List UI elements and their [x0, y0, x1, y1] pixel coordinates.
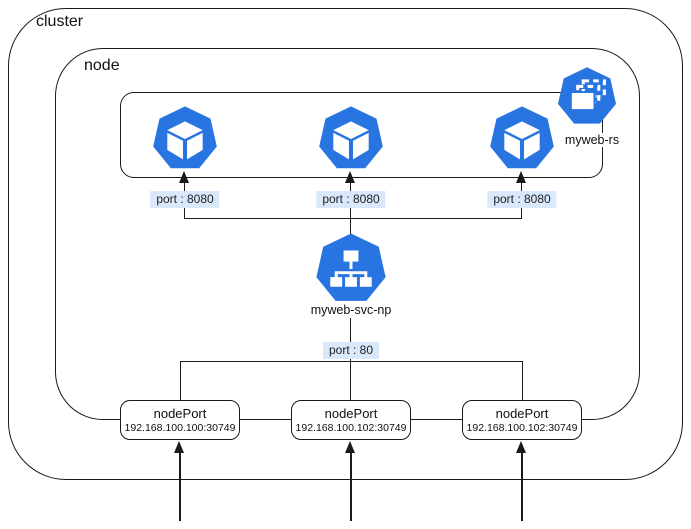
- connector-line: [180, 361, 181, 400]
- nodeport-box: nodePort 192.168.100.102:30749: [462, 400, 582, 440]
- connector-line: [350, 318, 351, 361]
- arrow-to-pod-icon: [345, 171, 355, 183]
- connector-line: [184, 218, 522, 219]
- pod-port-label: port : 8080: [487, 191, 557, 208]
- nodeport-address: 192.168.100.102:30749: [466, 421, 578, 434]
- nodeport-box: nodePort 192.168.100.102:30749: [291, 400, 411, 440]
- nodeport-address: 192.168.100.102:30749: [295, 421, 407, 434]
- connector-line: [180, 361, 523, 362]
- nodeport-title: nodePort: [495, 405, 549, 421]
- nodeport-title: nodePort: [324, 405, 378, 421]
- pod-icon: [151, 105, 219, 178]
- external-traffic-arrow: [174, 441, 184, 453]
- external-traffic-arrow: [345, 441, 355, 453]
- cluster-label: cluster: [36, 13, 84, 30]
- external-traffic-line: [179, 452, 181, 521]
- nodeport-address: 192.168.100.100:30749: [124, 421, 236, 434]
- service-port-label: port : 80: [322, 342, 380, 359]
- pod-icon: [488, 105, 556, 178]
- service-label: myweb-svc-np: [308, 303, 394, 317]
- replicaset-icon: [556, 66, 618, 133]
- external-traffic-arrow: [516, 441, 526, 453]
- connector-line: [350, 218, 351, 235]
- service-icon: [314, 232, 388, 311]
- nodeport-box: nodePort 192.168.100.100:30749: [120, 400, 240, 440]
- nodeport-title: nodePort: [153, 405, 207, 421]
- arrow-to-pod-icon: [516, 171, 526, 183]
- arrow-to-pod-icon: [179, 171, 189, 183]
- connector-line: [350, 361, 351, 400]
- pod-port-label: port : 8080: [316, 191, 386, 208]
- node-label: node: [84, 57, 120, 74]
- external-traffic-line: [350, 452, 352, 521]
- external-traffic-line: [521, 452, 523, 521]
- pod-port-label: port : 8080: [150, 191, 220, 208]
- replicaset-label: myweb-rs: [562, 133, 622, 147]
- pod-icon: [317, 105, 385, 178]
- connector-line: [522, 361, 523, 400]
- cluster-boundary: [8, 8, 683, 480]
